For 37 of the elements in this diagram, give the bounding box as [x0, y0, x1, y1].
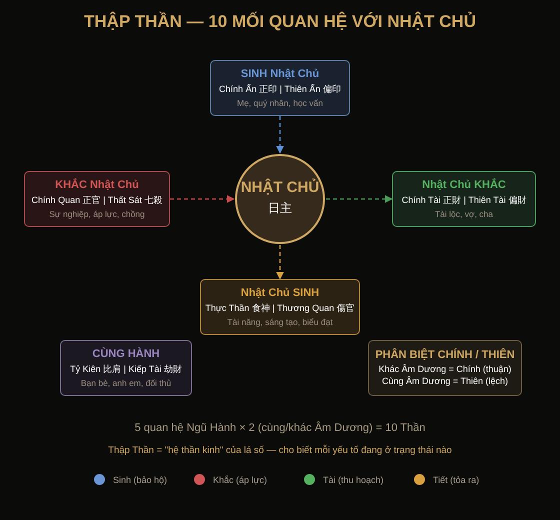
box-heading: SINH Nhật Chủ	[240, 68, 320, 80]
god-names: Chính Quan 正官 | Thất Sát 七殺	[32, 194, 162, 207]
relation-box	[60, 340, 192, 396]
meaning-text: Tài lộc, vợ, cha	[434, 209, 493, 219]
dashed-arrow	[170, 195, 235, 203]
meaning-text: Tài năng, sáng tạo, biểu đạt	[227, 317, 333, 327]
relation-box	[368, 340, 522, 396]
meaning-text: Mẹ, quý nhân, học vấn	[236, 98, 323, 108]
god-names: Chính Tài 正財 | Thiên Tài 偏財	[402, 194, 526, 207]
diagram-title: THẬP THẦN — 10 MỐI QUAN HỆ VỚI NHẬT CHỦ	[83, 12, 477, 32]
legend-label: Tiết (tỏa ra)	[433, 474, 480, 484]
summary-text: 5 quan hệ Ngũ Hành × 2 (cùng/khác Âm Dương) = 10 Thần	[134, 422, 426, 434]
box-heading: KHẮC Nhật Chủ	[55, 179, 139, 191]
meaning-text: Bạn bè, anh em, đối thủ	[80, 378, 172, 388]
meaning-text: Sự nghiệp, áp lực, chồng	[49, 209, 145, 219]
relation-box	[392, 171, 536, 227]
note-text: Thập Thần = "hệ thần kinh" của lá số — cho biết mỗi yếu tố đang ở trạng thái nào	[108, 445, 452, 456]
dashed-arrow	[276, 116, 284, 154]
dashed-arrow	[276, 245, 284, 280]
god-names: Tỷ Kiên 比肩 | Kiếp Tài 劫財	[70, 363, 182, 376]
legend-label: Tài (thu hoạch)	[323, 474, 384, 484]
god-names: Chính Ấn 正印 | Thiên Ấn 偏印	[219, 83, 341, 96]
god-names: Thực Thần 食神 | Thương Quan 傷官	[205, 302, 355, 315]
relation-box	[210, 60, 350, 116]
legend-label: Khắc (áp lực)	[213, 474, 268, 484]
box-heading: CÙNG HÀNH	[92, 348, 160, 360]
box-heading: Nhật Chủ KHẮC	[422, 179, 506, 191]
relation-box	[200, 279, 360, 335]
god-names: 日主	[268, 200, 292, 217]
dashed-arrow	[326, 195, 393, 203]
rule-text: Cùng Âm Dương = Thiên (lệch)	[382, 376, 508, 386]
box-heading: NHẬT CHỦ	[240, 179, 320, 196]
legend-label: Sinh (bảo hộ)	[113, 474, 168, 484]
relation-box	[24, 171, 170, 227]
box-heading: PHÂN BIỆT CHÍNH / THIÊN	[375, 348, 515, 360]
rule-text: Khác Âm Dương = Chính (thuận)	[378, 364, 512, 374]
box-heading: Nhật Chủ SINH	[240, 287, 320, 299]
